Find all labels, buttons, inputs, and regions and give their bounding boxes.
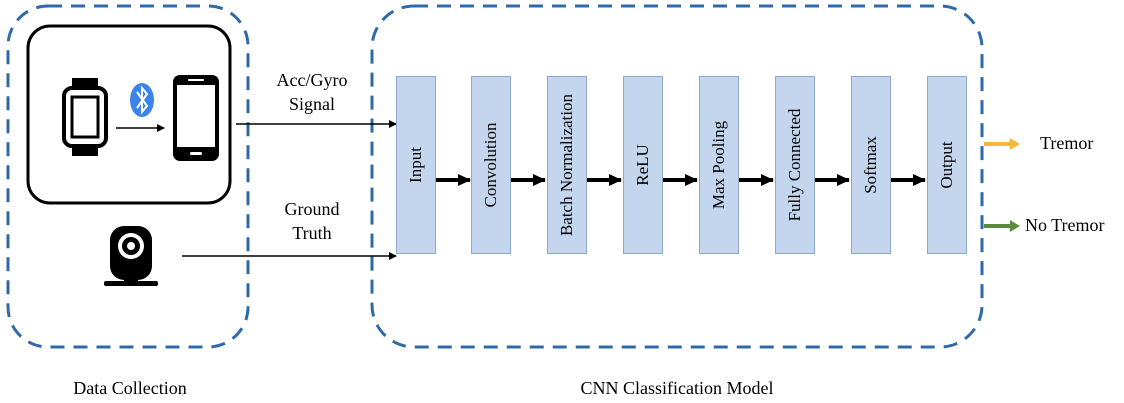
layer-output: Output — [927, 76, 967, 254]
smartphone-icon — [173, 75, 219, 161]
layer-batch-normalization: Batch Normalization — [547, 76, 587, 254]
data-collection-caption: Data Collection — [73, 378, 187, 398]
layer-softmax-label: Softmax — [861, 136, 880, 194]
smartwatch-icon — [62, 78, 108, 156]
layer-relu-label: ReLU — [633, 144, 652, 186]
ground-truth-label: Ground Truth — [262, 197, 362, 245]
sensor-signal-label-line1: Acc/Gyro — [276, 70, 348, 90]
layer-fully-connected-label: Fully Connected — [785, 108, 804, 222]
tremor-output-arrowhead — [1010, 138, 1020, 150]
layer-softmax: Softmax — [851, 76, 891, 254]
ground-truth-label-line1: Ground — [284, 199, 340, 219]
layer-max-pooling-label: Max Pooling — [709, 120, 728, 210]
layer-input-label: Input — [406, 147, 425, 183]
cnn-model-caption: CNN Classification Model — [580, 378, 774, 398]
no-tremor-output-arrowhead — [1010, 220, 1020, 232]
sensor-signal-label-line2: Signal — [288, 94, 335, 114]
layer-fully-connected: Fully Connected — [775, 76, 815, 254]
layer-batch-normalization-label: Batch Normalization — [557, 93, 576, 237]
layer-input: Input — [396, 76, 436, 254]
camera-icon — [104, 226, 158, 286]
output-tremor-label: Tremor — [1040, 133, 1094, 153]
output-no-tremor-label: No Tremor — [1025, 215, 1105, 235]
devices-box — [26, 24, 232, 205]
layer-convolution: Convolution — [471, 76, 511, 254]
data-collection-frame — [6, 4, 250, 349]
layer-convolution-label: Convolution — [481, 122, 500, 208]
ground-truth-label-line2: Truth — [292, 223, 332, 243]
layer-relu: ReLU — [623, 76, 663, 254]
layer-max-pooling: Max Pooling — [699, 76, 739, 254]
sensor-signal-label: Acc/Gyro Signal — [262, 68, 362, 116]
bluetooth-icon — [130, 83, 154, 117]
cnn-model-frame — [370, 4, 984, 349]
layer-output-label: Output — [937, 141, 956, 189]
